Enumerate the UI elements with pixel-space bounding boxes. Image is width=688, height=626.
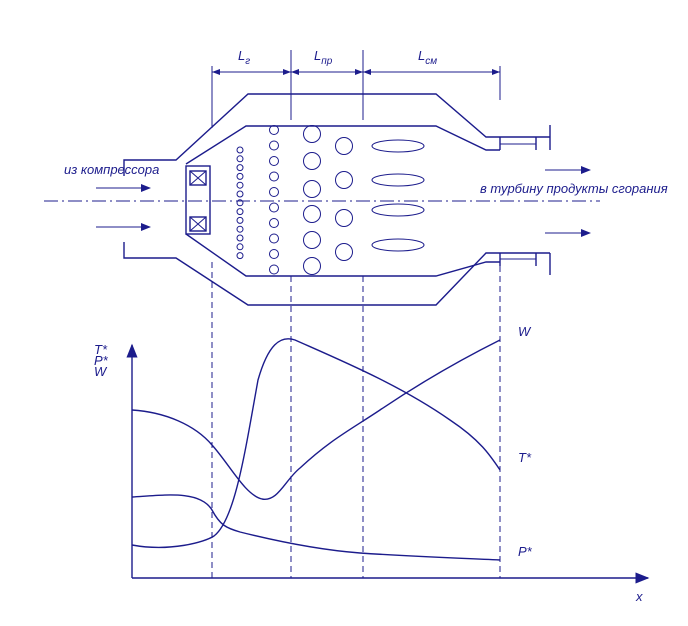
outer-casing bbox=[123, 93, 550, 306]
mixing-slot bbox=[371, 139, 425, 153]
large-hole bbox=[303, 152, 321, 170]
large-hole bbox=[303, 231, 321, 249]
small-hole bbox=[236, 181, 244, 189]
small-hole bbox=[236, 216, 244, 224]
liner bbox=[185, 125, 500, 277]
mid-hole bbox=[269, 218, 279, 228]
small-hole bbox=[236, 164, 244, 172]
x-axis-label: x bbox=[635, 589, 643, 604]
flow-arrows bbox=[96, 166, 591, 237]
mid-hole bbox=[269, 156, 279, 166]
mid-hole bbox=[269, 249, 279, 259]
large-hole bbox=[335, 137, 353, 155]
zone-label-dilution: Lпр bbox=[314, 48, 333, 67]
small-hole bbox=[236, 208, 244, 216]
inlet-label: из компрессора bbox=[64, 162, 159, 177]
chart-axes bbox=[126, 343, 650, 584]
curve-pressure bbox=[131, 494, 501, 561]
small-hole bbox=[236, 199, 244, 207]
primary-holes-small bbox=[236, 146, 244, 260]
swirler bbox=[185, 165, 211, 235]
dilution-holes-large-2 bbox=[335, 137, 353, 261]
small-hole bbox=[236, 243, 244, 251]
small-hole bbox=[236, 172, 244, 180]
mixing-slots bbox=[371, 139, 425, 252]
mixing-slot bbox=[371, 238, 425, 252]
section-projection-lines bbox=[211, 262, 501, 578]
large-hole bbox=[303, 125, 321, 143]
zone-label-mixing: Lсм bbox=[418, 48, 437, 67]
curve-label-w: W bbox=[518, 324, 532, 339]
mid-hole bbox=[269, 187, 279, 197]
y-axis-label-p: P* bbox=[94, 353, 109, 368]
mid-hole bbox=[269, 264, 279, 275]
zone-dimension-line bbox=[211, 50, 501, 128]
curve-label-p: P* bbox=[518, 544, 533, 559]
mid-hole bbox=[269, 171, 279, 182]
curve-temperature bbox=[131, 338, 501, 549]
large-hole bbox=[335, 171, 353, 189]
mixing-slot bbox=[371, 203, 425, 217]
large-hole bbox=[303, 180, 321, 198]
mid-hole bbox=[269, 233, 279, 244]
curve-velocity bbox=[131, 339, 501, 500]
y-axis-label-t: T* bbox=[94, 342, 108, 357]
small-hole bbox=[236, 155, 244, 163]
dilution-holes-large bbox=[303, 125, 321, 275]
small-hole bbox=[236, 225, 244, 233]
outlet-label: в турбину продукты сгорания bbox=[480, 181, 668, 196]
small-hole bbox=[236, 190, 244, 198]
curve-label-t: T* bbox=[518, 450, 532, 465]
large-hole bbox=[303, 205, 321, 223]
mid-hole bbox=[269, 125, 279, 135]
y-axis-label-w: W bbox=[94, 364, 108, 379]
zone-label-primary: Lг bbox=[238, 48, 250, 67]
turbine-nozzle bbox=[499, 125, 551, 275]
small-hole bbox=[236, 234, 244, 242]
large-hole bbox=[335, 243, 353, 261]
mid-hole bbox=[269, 202, 279, 213]
mixing-slot bbox=[371, 173, 425, 187]
small-hole bbox=[236, 146, 244, 154]
mid-hole bbox=[269, 140, 279, 151]
small-hole bbox=[236, 252, 244, 260]
large-hole bbox=[303, 257, 321, 275]
large-hole bbox=[335, 209, 353, 227]
primary-holes-mid bbox=[269, 125, 279, 275]
